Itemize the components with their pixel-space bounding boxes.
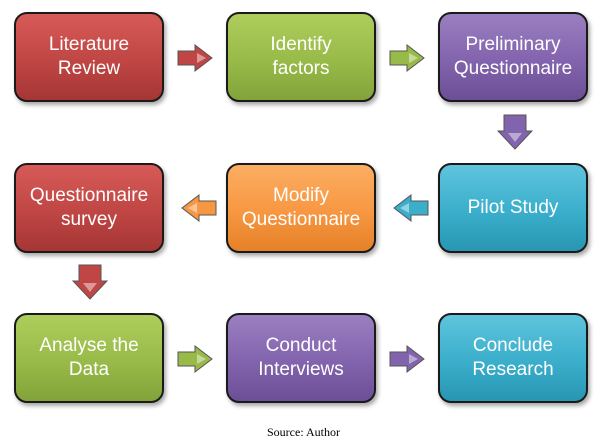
step-label-line1: Literature	[48, 34, 130, 55]
step-label-line2: Review	[57, 58, 121, 79]
step-label: Pilot Study	[468, 196, 559, 220]
arrow-down-icon	[72, 264, 108, 300]
step-label: Literature Review	[49, 33, 129, 81]
step-label-line2: Data	[68, 359, 110, 380]
step-label-line1: Preliminary	[465, 34, 561, 55]
step-analyse-data: Analyse the Data	[14, 313, 164, 403]
step-label-line1: Conduct	[265, 335, 337, 356]
step-label-line1: Conclude	[472, 335, 554, 356]
step-label: Identify factors	[270, 33, 331, 81]
step-modify-questionnaire: Modify Questionnaire	[226, 163, 376, 253]
step-pilot-study: Pilot Study	[438, 163, 588, 253]
step-label-line2: Questionnaire	[241, 209, 361, 230]
arrow-right-icon	[389, 44, 425, 72]
step-label-line2: Interviews	[258, 359, 344, 380]
step-label: Modify Questionnaire	[242, 184, 360, 232]
step-questionnaire-survey: Questionnaire survey	[14, 163, 164, 253]
arrow-left-icon	[181, 194, 217, 222]
step-conclude-research: Conclude Research	[438, 313, 588, 403]
arrow-right-icon	[389, 345, 425, 373]
step-label-line2: survey	[61, 209, 117, 230]
step-label-line1: Questionnaire	[29, 185, 149, 206]
step-label-line1: Identify	[270, 34, 332, 55]
arrow-left-icon	[393, 194, 429, 222]
step-label: Questionnaire survey	[30, 184, 148, 232]
step-label: Conclude Research	[472, 334, 553, 382]
step-label: Preliminary Questionnaire	[454, 33, 572, 81]
step-literature-review: Literature Review	[14, 12, 164, 102]
step-preliminary-questionnaire: Preliminary Questionnaire	[438, 12, 588, 102]
step-label-line2: Questionnaire	[453, 58, 573, 79]
arrow-right-icon	[177, 345, 213, 373]
arrow-right-icon	[177, 44, 213, 72]
step-label-line2: Research	[472, 359, 554, 380]
step-label-line1: Pilot Study	[467, 197, 559, 218]
arrow-down-icon	[497, 114, 533, 150]
step-label: Analyse the Data	[39, 334, 138, 382]
step-label-line1: Modify	[273, 185, 329, 206]
step-conduct-interviews: Conduct Interviews	[226, 313, 376, 403]
step-identify-factors: Identify factors	[226, 12, 376, 102]
step-label-line1: Analyse the	[39, 335, 139, 356]
step-label-line2: factors	[272, 58, 330, 79]
step-label: Conduct Interviews	[258, 334, 344, 382]
source-caption: Source: Author	[267, 425, 340, 439]
